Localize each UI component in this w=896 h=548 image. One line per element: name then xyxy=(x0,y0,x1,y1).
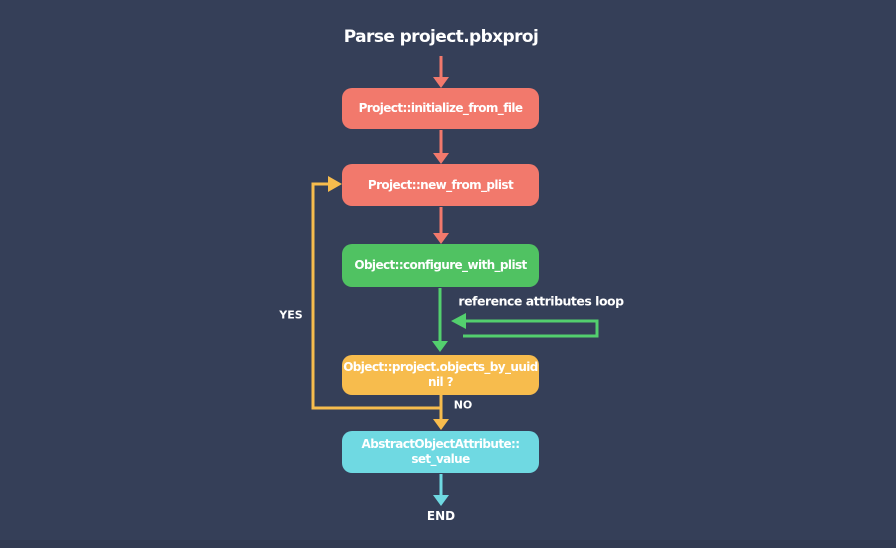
node-project-initialize-from-file: Project::initialize_from_file xyxy=(342,88,539,129)
node-object-configure-with-plist: Object::configure_with_plist xyxy=(342,244,539,287)
node-objects-by-uuid-nil: Object::project.objects_by_uuid nil ? xyxy=(342,355,539,395)
node-label: Project::initialize_from_file xyxy=(358,101,523,115)
arrow-new-from-plist-to-configure xyxy=(433,207,449,244)
arrow-head-icon xyxy=(451,313,466,329)
loop-line xyxy=(463,319,599,338)
arrow-no-to-set-value xyxy=(433,395,449,430)
arrow-head-icon xyxy=(433,419,449,430)
arrow-yes-loop-to-new-from-plist xyxy=(311,176,441,410)
loop-reference-attributes xyxy=(451,313,599,338)
arrow-set-value-to-end xyxy=(433,474,449,506)
diagram-title: Parse project.pbxproj xyxy=(343,27,539,47)
node-label: set_value xyxy=(411,452,470,466)
arrow-head-icon xyxy=(433,153,449,164)
loop-line xyxy=(311,182,441,410)
edge-label-yes: YES xyxy=(279,308,303,322)
node-project-new-from-plist: Project::new_from_plist xyxy=(342,164,539,206)
arrow-configure-to-objects-by-uuid xyxy=(432,288,448,352)
node-label: Object::configure_with_plist xyxy=(354,258,527,272)
arrow-head-icon xyxy=(328,176,342,192)
node-label: AbstractObjectAttribute:: xyxy=(361,437,521,451)
node-label: Project::new_from_plist xyxy=(367,177,514,192)
arrow-head-icon xyxy=(432,341,448,352)
arrow-head-icon xyxy=(433,77,449,88)
bottom-strip xyxy=(0,540,896,548)
arrow-title-to-initialize xyxy=(433,56,449,88)
edge-label-no: NO xyxy=(453,398,473,412)
node-label: Object::project.objects_by_uuid xyxy=(343,360,538,374)
arrow-initialize-to-new-from-plist xyxy=(433,130,449,164)
arrow-head-icon xyxy=(433,495,449,506)
node-abstract-object-attribute-set-value: AbstractObjectAttribute:: set_value xyxy=(342,431,539,473)
terminal-label-end: END xyxy=(426,509,456,523)
arrow-head-icon xyxy=(433,233,449,244)
node-label: nil ? xyxy=(428,375,454,389)
edge-label-reference-attributes-loop: reference attributes loop xyxy=(458,293,624,309)
